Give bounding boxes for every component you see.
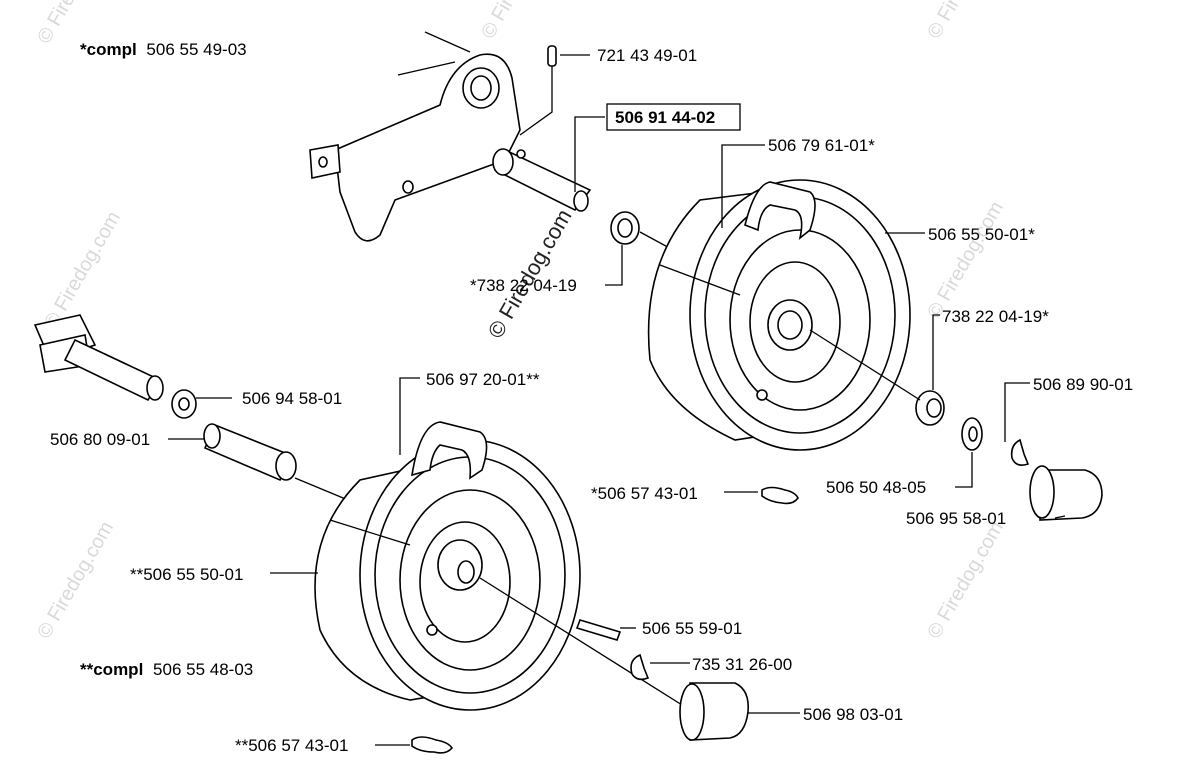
upper-clip (1010, 438, 1030, 466)
lower-valve (411, 736, 454, 754)
watermark-top-right: © Firedog.com (923, 0, 1008, 43)
callout-axle-box (606, 103, 741, 131)
assembly-label-lower: **compl 506 55 48-03 (80, 660, 253, 679)
svg-text:**compl 506 55 48-03: **compl 506 55 48-03 (80, 660, 253, 679)
callout-lower-cap: 506 98 03-01 (803, 705, 903, 724)
watermark-right-mid: © Firedog.com (923, 198, 1008, 323)
callout-lower-key: 506 55 59-01 (642, 619, 742, 638)
callout-lower-tire: **506 55 50-01 (130, 565, 243, 584)
callout-upper-rim: 506 79 61-01* (768, 136, 875, 155)
upper-outer-bearing (809, 329, 945, 426)
lower-spacer (203, 423, 361, 506)
upper-valve (761, 486, 799, 505)
watermark-bottom-right: © Firedog.com (923, 518, 1008, 643)
lower-wheel (314, 421, 691, 711)
assembly-lower-number: 506 55 48-03 (153, 660, 253, 679)
callout-lower-clip: 735 31 26-00 (692, 655, 792, 674)
callout-lower-valve: **506 57 43-01 (235, 736, 348, 755)
callout-upper-bearing-inner: *738 22 04-19 (470, 276, 577, 295)
watermark-top-mid: © Firedog.com (477, 0, 562, 43)
callout-upper-clip: 506 89 90-01 (1033, 375, 1133, 394)
assembly-label-upper: *compl 506 55 49-03 (80, 40, 247, 59)
upper-wheel (647, 179, 911, 451)
callout-upper-bearing-outer: 738 22 04-19* (942, 307, 1049, 326)
watermark-left-mid: © Firedog.com (40, 208, 125, 333)
assembly-lower-prefix: **compl (80, 660, 143, 679)
callout-lower-rim: 506 97 20-01** (426, 370, 540, 389)
lower-key (575, 619, 622, 641)
callout-pin: 721 43 49-01 (597, 46, 697, 65)
axle-506-91-44-02 (492, 148, 592, 212)
callout-upper-valve: *506 57 43-01 (591, 484, 698, 503)
lower-cap (679, 682, 750, 741)
assembly-upper-number: 506 55 49-03 (146, 40, 246, 59)
svg-text:*compl 506 55 49-03: *compl 506 55 49-03 (80, 40, 247, 59)
watermark-center: © Firedog.com (483, 205, 577, 343)
upper-bracket (309, 31, 521, 242)
pin-721-43-49-01 (519, 45, 557, 136)
leader-lines (168, 54, 1066, 746)
callout-lower-washer: 506 94 58-01 (242, 389, 342, 408)
callout-upper-cap: 506 95 58-01 (906, 509, 1006, 528)
lower-washer (171, 389, 197, 419)
callout-upper-washer: 506 50 48-05 (826, 478, 926, 497)
callout-axle: 506 91 44-02 (615, 108, 715, 127)
upper-washer (961, 417, 983, 451)
lower-bracket (33, 314, 164, 402)
watermark-bottom-left: © Firedog.com (33, 518, 118, 643)
upper-cap (1029, 465, 1103, 521)
callout-lower-spacer: 506 80 09-01 (50, 430, 150, 449)
callout-upper-tire: 506 55 50-01* (928, 225, 1035, 244)
lower-clip (630, 653, 650, 681)
assembly-upper-prefix: *compl (80, 40, 137, 59)
